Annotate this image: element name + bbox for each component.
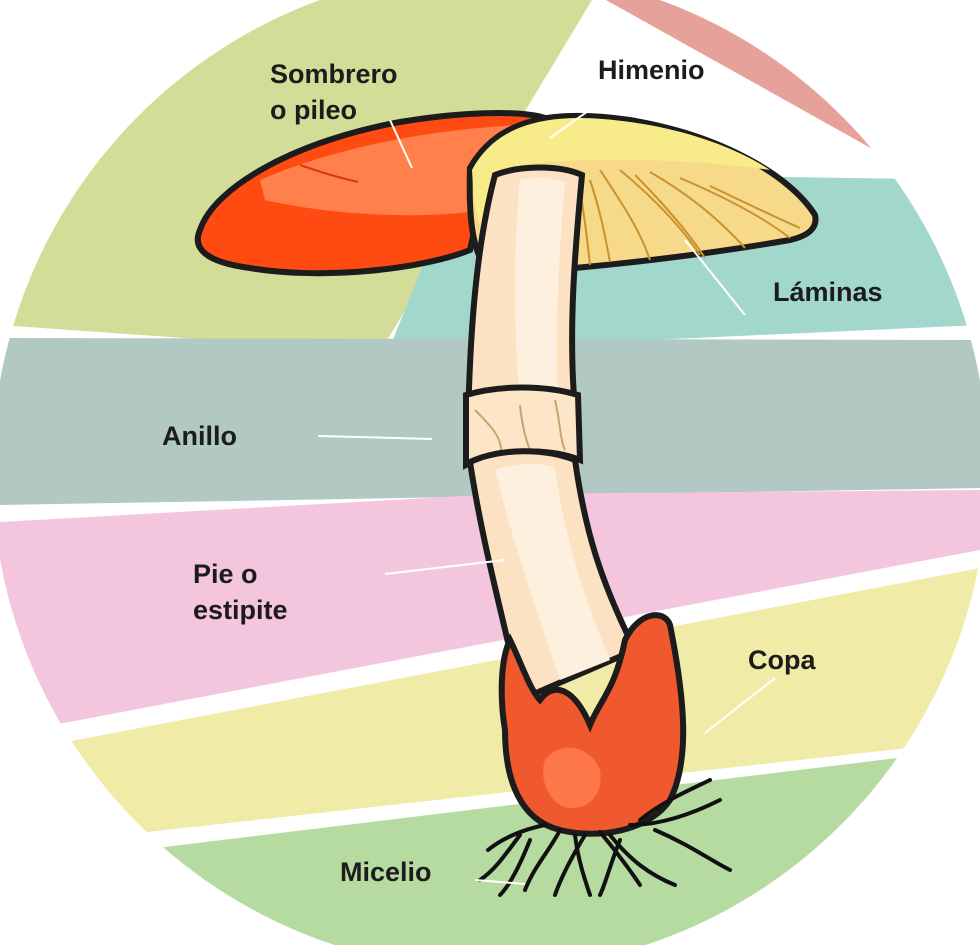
label-anillo: Anillo xyxy=(162,418,237,454)
label-pie-line1: Pie o xyxy=(193,556,288,592)
label-micelio: Micelio xyxy=(340,854,432,890)
label-sombrero-line2: o pileo xyxy=(270,92,398,128)
label-copa: Copa xyxy=(748,642,816,678)
label-laminas: Láminas xyxy=(773,274,883,310)
label-pie: Pie o estipite xyxy=(193,556,288,628)
label-sombrero-line1: Sombrero xyxy=(270,56,398,92)
label-himenio: Himenio xyxy=(598,52,705,88)
label-pie-line2: estipite xyxy=(193,592,288,628)
label-sombrero: Sombrero o pileo xyxy=(270,56,398,128)
